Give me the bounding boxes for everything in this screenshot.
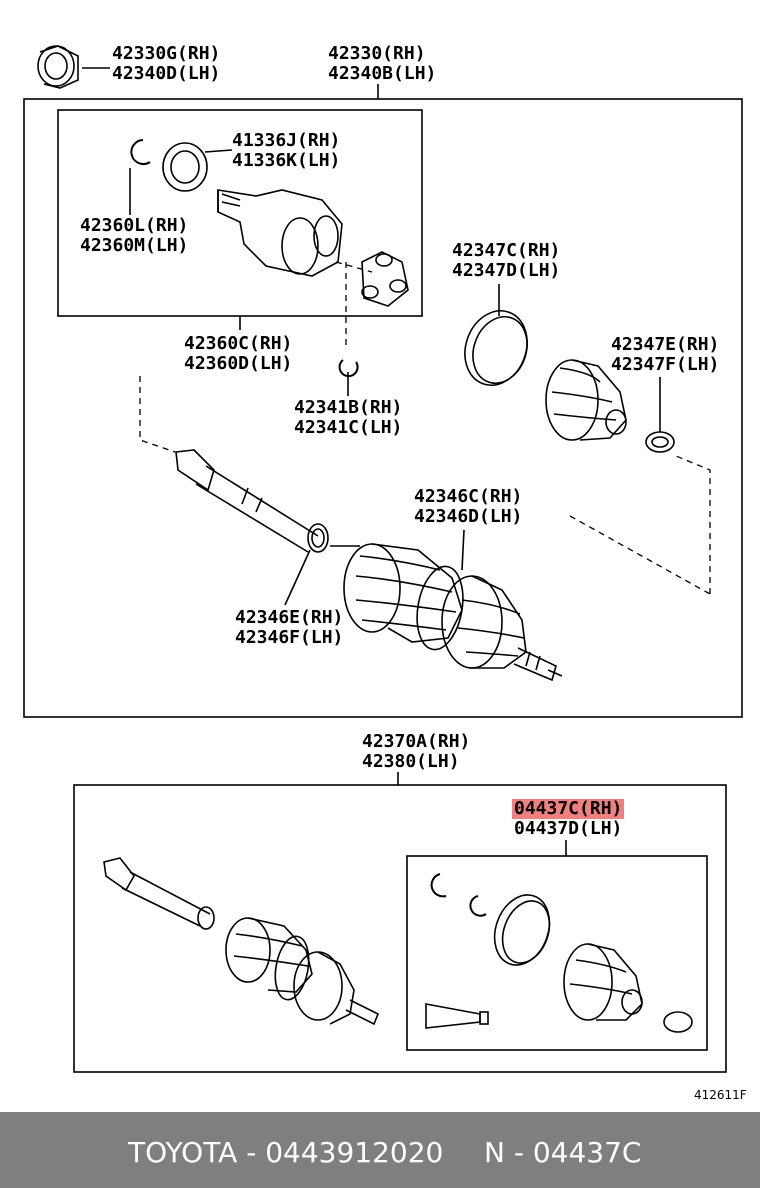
footer-reference: N - 04437C [484,1136,642,1169]
bearing-part [37,45,79,89]
label-inner-boot-clamp: 42346E(RH) 42346F(LH) [235,607,344,648]
lower-frame [73,784,727,1073]
boot-kit-frame [406,855,708,1051]
highlighted-part-number[interactable]: 04437C(RH) [512,798,625,819]
footer-bar [0,1112,760,1188]
label-snap-ring-inner: 42360L(RH) 42360M(LH) [80,215,189,256]
label-outer-boot-clamp: 42346C(RH) 42346D(LH) [414,486,523,527]
footer-text: TOYOTA - 0443912020 N - 04437C [0,1112,760,1188]
upper-frame [23,98,743,718]
grease-tube [425,1003,489,1029]
outer-boot [545,359,627,441]
label-inner-boot-seal: 41336J(RH) 41336K(LH) [232,130,341,171]
label-bearing: 42330G(RH) 42340D(LH) [112,43,221,84]
label-inner-joint: 42360C(RH) 42360D(LH) [184,333,293,374]
kit-boot [563,943,643,1021]
main-shaft [175,449,563,682]
label-boot-clamp-small: 42347E(RH) 42347F(LH) [611,334,720,375]
inner-joint-housing [217,189,343,277]
tripod [361,251,409,307]
label-boot-clamp-large: 42347C(RH) 42347D(LH) [452,240,561,281]
label-clip: 42341B(RH) 42341C(LH) [294,397,403,438]
label-shaft-assembly: 42370A(RH) 42380(LH) [362,731,471,772]
label-boot-kit[interactable]: 04437C(RH) 04437D(LH) [512,798,625,839]
lower-shaft [103,857,380,1026]
diagram-code: 412611F [694,1088,747,1102]
footer-part-number: TOYOTA - 0443912020 [128,1136,444,1169]
label-assembly-top: 42330(RH) 42340B(LH) [328,43,437,84]
